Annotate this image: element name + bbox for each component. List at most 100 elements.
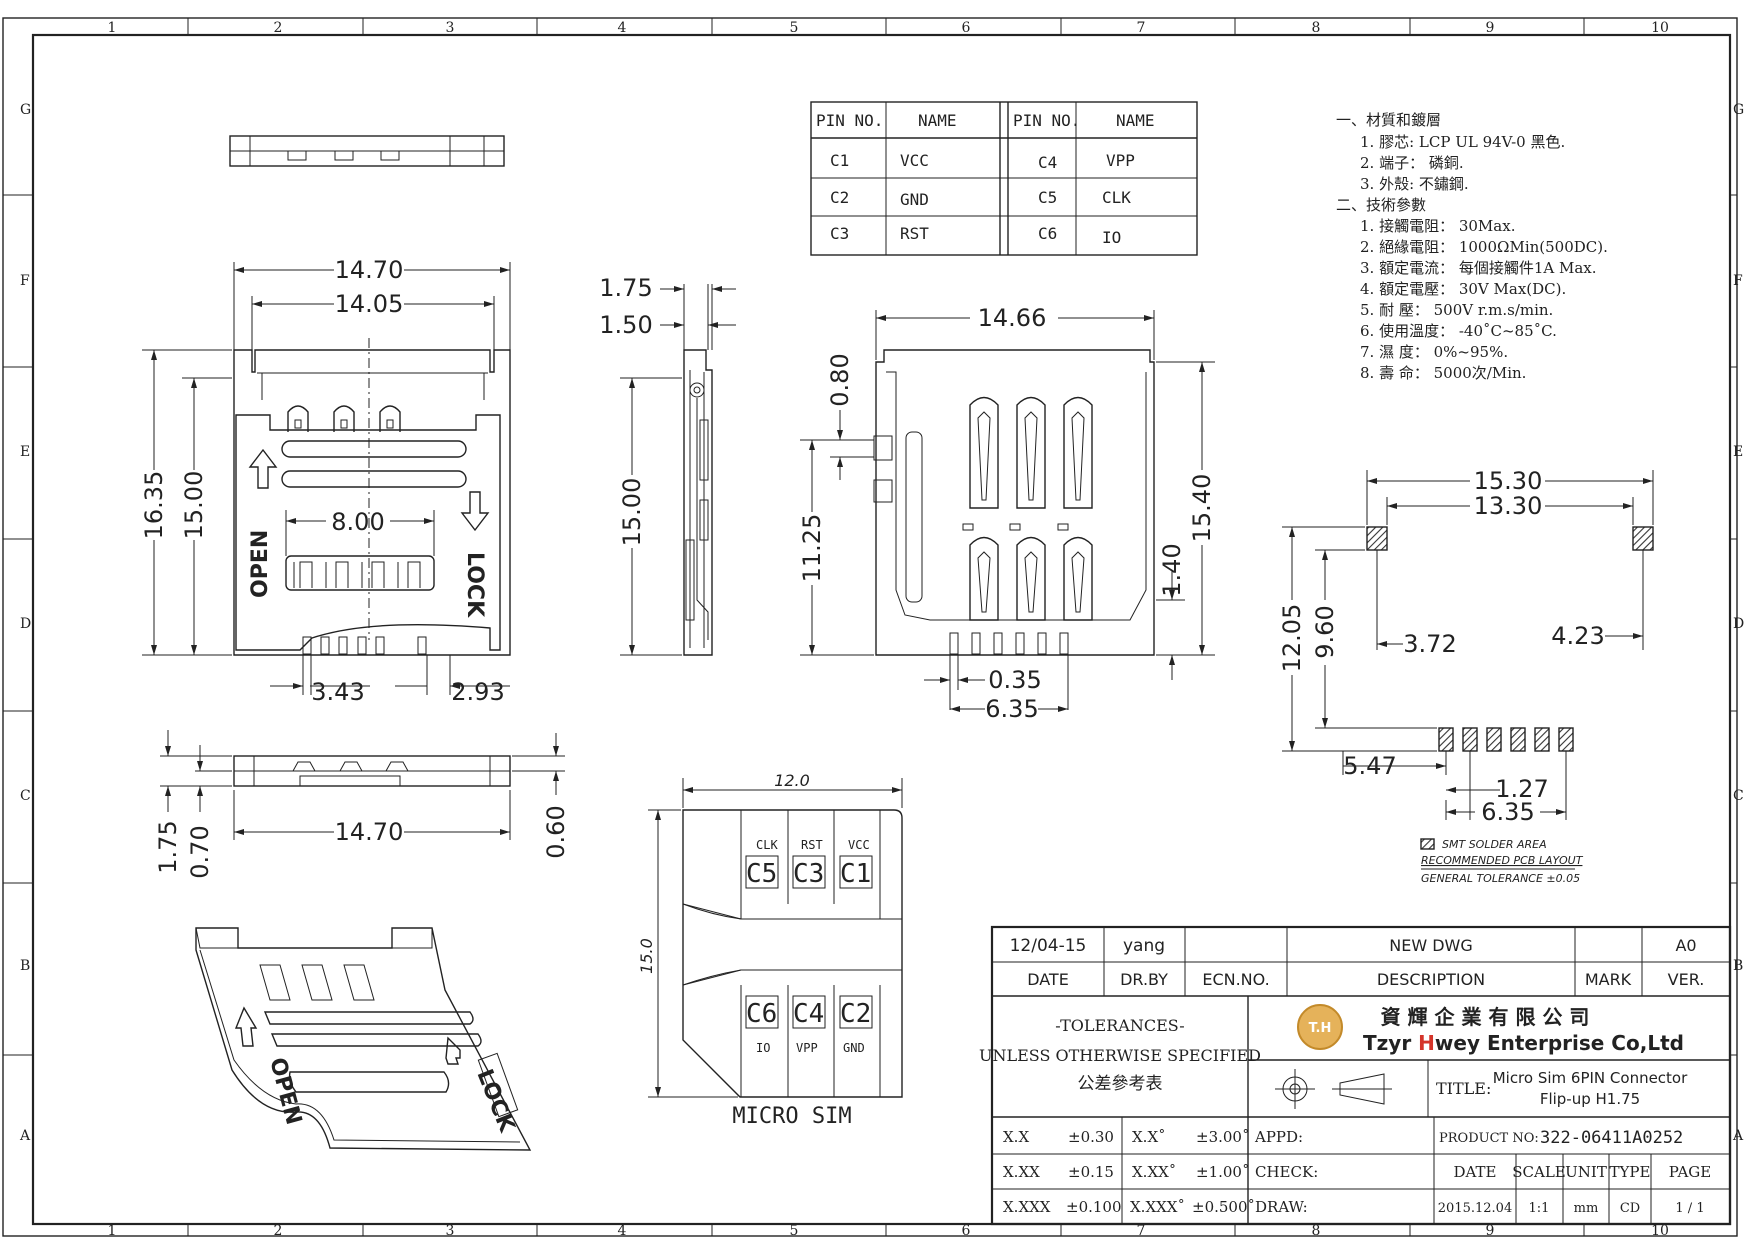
- dim-back-635: 6.35: [985, 695, 1038, 723]
- company-name-en: Tzyr Hwey Enterprise Co,Ltd: [1363, 1031, 1684, 1055]
- dim-pcb-547: 5.47: [1343, 752, 1396, 780]
- dim-side-height: 15.00: [618, 478, 646, 547]
- tolerance-subtitle: UNLESS OTHERWISE SPECIFIED: [979, 1046, 1261, 1065]
- spec-item: 3. 額定電流： 每個接觸件1A Max.: [1360, 259, 1597, 277]
- dim-sim-height: 15.0: [637, 938, 656, 974]
- dim-side-150: 1.50: [599, 311, 652, 339]
- col-label: 1: [108, 1223, 117, 1239]
- specifications: 一、材質和鍍層 1. 膠芯: LCP UL 94V-0 黑色. 2. 端子： 磷…: [1336, 111, 1608, 382]
- check-label: CHECK:: [1255, 1163, 1318, 1181]
- col-label: 4: [618, 1223, 627, 1239]
- spec-item: 7. 濕 度： 0%~95%.: [1360, 343, 1508, 361]
- tol-cell: ±1.00˚: [1196, 1163, 1249, 1181]
- tol-cell: X.X: [1003, 1128, 1029, 1146]
- approved-label: APPD:: [1254, 1128, 1303, 1146]
- connector-front-view: 14.70 1.75 0.70 0.60: [154, 730, 570, 879]
- row-label: C: [1733, 788, 1744, 804]
- tolerance-title: -TOLERANCES-: [1055, 1016, 1184, 1035]
- col-label: 7: [1137, 1223, 1146, 1239]
- sim-pin-id: C3: [793, 859, 824, 889]
- general-tolerance: GENERAL TOLERANCE ±0.05: [1421, 872, 1580, 885]
- col-label: 6: [962, 1223, 971, 1239]
- tol-cell: X.XXX: [1003, 1198, 1051, 1216]
- draw-label: DRAW:: [1255, 1198, 1308, 1216]
- row-label: B: [20, 958, 30, 974]
- header-unit: UNIT: [1565, 1163, 1607, 1181]
- row-label: C: [20, 788, 31, 804]
- spec-item: 2. 端子： 磷銅.: [1360, 154, 1464, 172]
- dim-window: 8.00: [331, 508, 384, 536]
- dim-front-060: 0.60: [542, 805, 570, 858]
- row-labels: G F E D C B A G F E D C B A: [19, 102, 1744, 1144]
- pin-table-header: PIN NO.: [1013, 111, 1080, 130]
- pin-cell: C4: [1038, 153, 1057, 172]
- lock-label: LOCK: [462, 552, 487, 618]
- col-label: 1: [108, 20, 117, 36]
- header-ecn: ECN.NO.: [1202, 970, 1269, 989]
- spec-item: 1. 接觸電阻： 30Max.: [1360, 217, 1515, 235]
- row-label: E: [1733, 444, 1743, 460]
- row-label: A: [19, 1128, 31, 1144]
- header-drawn-by: DR.BY: [1120, 970, 1168, 989]
- header-scale: SCALE: [1512, 1163, 1566, 1181]
- product-no-label: PRODUCT NO:: [1439, 1131, 1539, 1146]
- dim-343: 3.43: [311, 678, 364, 706]
- row-label: B: [1733, 958, 1743, 974]
- sim-pad-label: CLK: [756, 838, 778, 852]
- dim-height-2: 15.00: [180, 471, 208, 540]
- column-labels-top: 1 2 3 4 5 6 7 8 9 10: [108, 20, 1669, 36]
- spec-section-1: 一、材質和鍍層: [1336, 111, 1441, 129]
- pin-cell: C2: [830, 188, 849, 207]
- header-mark: MARK: [1585, 970, 1632, 989]
- header-date-2: DATE: [1454, 1163, 1497, 1181]
- spec-item: 1. 膠芯: LCP UL 94V-0 黑色.: [1360, 133, 1565, 151]
- dim-height-1: 16.35: [140, 471, 168, 540]
- dim-1125: 11.25: [798, 514, 826, 583]
- dim-140: 1.40: [1158, 543, 1186, 596]
- dim-side-175: 1.75: [599, 274, 652, 302]
- tol-cell: X.X˚: [1132, 1128, 1166, 1146]
- col-label: 3: [446, 20, 455, 36]
- pin-cell: VCC: [900, 151, 929, 170]
- col-label: 10: [1651, 1223, 1669, 1239]
- col-label: 8: [1312, 20, 1321, 36]
- spec-item: 3. 外殼: 不鏽鋼.: [1360, 175, 1469, 193]
- value-page: 1 / 1: [1675, 1201, 1704, 1216]
- row-label: G: [1733, 102, 1744, 118]
- dim-pcb-635: 6.35: [1481, 798, 1534, 826]
- col-label: 6: [962, 20, 971, 36]
- spec-section-2: 二、技術參數: [1336, 196, 1426, 214]
- dim-pcb-1205: 12.05: [1278, 604, 1306, 673]
- col-label: 7: [1137, 20, 1146, 36]
- micro-sim-caption: MICRO SIM: [732, 1104, 851, 1129]
- tol-cell: X.XX˚: [1132, 1163, 1176, 1181]
- row-label: G: [20, 102, 31, 118]
- col-label: 10: [1651, 20, 1669, 36]
- iso-lock-label: LOCK: [471, 1066, 519, 1137]
- connector-back-view: 14.66 0.80 11.25 15.40 1.40 0.35 6.35: [798, 304, 1216, 723]
- pcb-layout: 15.30 13.30 12.05 9.60 3.72 4.23 5.47 1.…: [1278, 467, 1654, 885]
- spec-item: 4. 額定電壓： 30V Max(DC).: [1360, 280, 1566, 298]
- col-label: 9: [1486, 20, 1495, 36]
- pin-cell: C3: [830, 224, 849, 243]
- pin-cell: VPP: [1106, 151, 1135, 170]
- logo-text: T.H: [1309, 1021, 1332, 1036]
- row-label: A: [1732, 1128, 1744, 1144]
- value-date: 2015.12.04: [1438, 1201, 1512, 1216]
- sim-pin-id: C4: [793, 999, 824, 1029]
- header-type: TYPE: [1610, 1163, 1651, 1181]
- tolerance-cn: 公差參考表: [1078, 1074, 1163, 1094]
- value-unit: mm: [1574, 1201, 1599, 1216]
- tol-cell: ±0.30: [1068, 1128, 1114, 1146]
- value-scale: 1:1: [1529, 1201, 1550, 1216]
- connector-isometric-view: OPEN LOCK: [195, 927, 532, 1151]
- row-label: D: [1733, 616, 1744, 632]
- dim-pcb-1330: 13.30: [1474, 492, 1543, 520]
- row-label: E: [20, 444, 30, 460]
- pcb-layout-caption: RECOMMENDED PCB LAYOUT: [1421, 854, 1584, 867]
- dim-front-175: 1.75: [154, 820, 182, 873]
- smt-legend: SMT SOLDER AREA: [1442, 838, 1547, 851]
- title-label: TITLE:: [1436, 1079, 1491, 1098]
- product-number: 322-06411A0252: [1540, 1128, 1683, 1148]
- sim-pad-label: GND: [843, 1041, 865, 1055]
